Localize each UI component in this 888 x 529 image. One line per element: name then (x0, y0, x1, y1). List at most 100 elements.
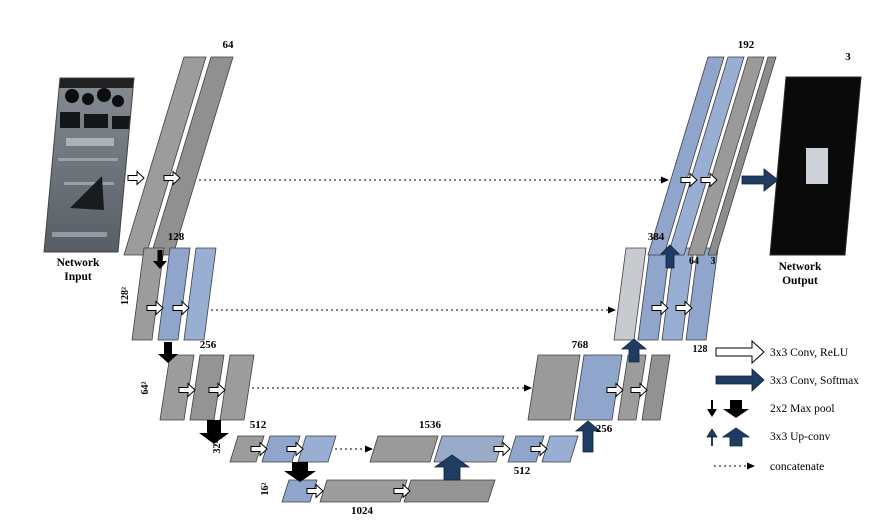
labels-group: 64 192 3 128 384 64 3 128² 256 768 128 6… (57, 39, 852, 517)
enc-l1-channels-label: 64 (223, 39, 235, 51)
conv-relu-arrow-icon (393, 483, 411, 499)
photo-detail (112, 95, 124, 107)
conv-relu-arrow-icon (127, 170, 145, 186)
conv-relu-arrow-icon (680, 172, 698, 188)
photo-base (44, 78, 134, 252)
feature-map (667, 56, 745, 256)
feature-map (541, 435, 579, 463)
feature-map (219, 354, 255, 421)
feature-map (281, 479, 318, 503)
upconv-arrow-icon (433, 454, 471, 481)
photo-detail (58, 158, 118, 161)
photo-detail (44, 78, 134, 88)
softmax-arrow-icon (741, 168, 779, 192)
feature-map (183, 247, 217, 341)
output-mask (769, 76, 862, 256)
feature-map (369, 435, 439, 463)
legend-conv-softmax-arrow-icon (715, 368, 765, 392)
bottleneck-group (281, 479, 496, 503)
feature-map (150, 56, 234, 256)
legend-concatenate-label: concatenate (770, 461, 824, 473)
conv-relu-arrow-icon (172, 300, 190, 316)
feature-map (403, 479, 496, 503)
maxpool-arrow-icon (153, 250, 167, 269)
feature-map (507, 435, 545, 463)
photo-detail (60, 112, 80, 128)
dec-l2-out-label: 128 (693, 344, 708, 355)
legend-maxpool-small-arrowhead-icon (707, 409, 717, 417)
feature-map (157, 247, 191, 341)
dec-l3-concat-label: 768 (572, 339, 589, 351)
decoder-level4-group (369, 435, 579, 463)
photo-detail (52, 232, 107, 237)
conv-arrows-group (127, 170, 718, 499)
output-mask-detection (806, 148, 828, 184)
legend-conv-relu-arrow-icon (715, 339, 765, 365)
conv-relu-arrow-icon (606, 382, 624, 398)
dec-l1-concat-label: 192 (738, 39, 755, 51)
encoder-level1-group (123, 56, 234, 256)
feature-map (687, 56, 765, 256)
conv-relu-arrow-icon (286, 441, 304, 457)
photo-detail (112, 116, 130, 129)
decoder-level1-group (647, 56, 777, 256)
legend-upconv-label: 3x3 Up-conv (770, 431, 831, 443)
maxpool-arrow-icon (158, 342, 178, 363)
skip-arrowhead-level2 (608, 306, 616, 314)
upconv-arrow-icon (620, 338, 648, 363)
conv-relu-arrow-icon (675, 300, 693, 316)
dec-l2-concat-label: 384 (648, 231, 665, 243)
conv-relu-arrow-icon (700, 172, 718, 188)
output-caption-line1: Network (779, 261, 822, 273)
photo-detail (97, 88, 111, 102)
enc-l5-channels-label: 1024 (351, 505, 374, 517)
conv-relu-arrow-icon (630, 382, 648, 398)
photo-detail (82, 93, 94, 105)
decoder-level2-group (613, 247, 719, 341)
conv-relu-arrow-icon (306, 483, 324, 499)
legend-concatenate-arrowhead-icon (747, 462, 755, 470)
conv-relu-arrow-icon (530, 441, 548, 457)
output-channels-label: 3 (845, 51, 851, 63)
legend: 3x3 Conv, ReLU 3x3 Conv, Softmax 2x2 Max… (706, 339, 859, 473)
enc-l2-channels-label: 128 (168, 231, 185, 243)
conv-relu-arrow-icon (163, 170, 181, 186)
skip-connections-group (199, 176, 669, 453)
encoder-level3-group (159, 354, 255, 421)
dec-l1-out-label: 64 (689, 256, 699, 267)
input-photo (43, 77, 135, 253)
input-caption-line1: Network (57, 257, 100, 269)
encoder-level4-group (229, 435, 337, 463)
upconv-arrows-group (433, 244, 680, 481)
feature-map (131, 247, 165, 341)
dec-l3-out-label: 256 (596, 423, 613, 435)
dec-l4-concat-label: 1536 (419, 419, 442, 431)
feature-map (229, 435, 265, 463)
photo-detail (66, 138, 114, 146)
encoder-level2-group (131, 247, 217, 341)
feature-map (159, 354, 195, 421)
enc-l3-size-label: 64² (140, 382, 151, 395)
photo-detail (65, 89, 79, 103)
decoder-level3-group (527, 354, 671, 421)
legend-maxpool-label: 2x2 Max pool (770, 403, 835, 415)
feature-map (707, 56, 777, 256)
enc-l5-size-label: 16² (260, 483, 271, 496)
conv-relu-arrow-icon (651, 300, 669, 316)
photo-detail (64, 182, 114, 185)
legend-conv-softmax-label: 3x3 Conv, Softmax (770, 375, 859, 387)
enc-l3-channels-label: 256 (200, 339, 217, 351)
photo-detail (70, 176, 104, 210)
dec-l4-out-label: 512 (514, 465, 531, 477)
conv-relu-arrow-icon (208, 382, 226, 398)
feature-map (189, 354, 225, 421)
feature-map (123, 56, 207, 256)
maxpool-arrow-icon (284, 462, 316, 482)
feature-map (527, 354, 581, 421)
feature-map (641, 354, 671, 421)
upconv-arrow-icon (660, 244, 680, 269)
feature-map (573, 354, 623, 421)
upconv-arrow-icon (574, 420, 602, 453)
